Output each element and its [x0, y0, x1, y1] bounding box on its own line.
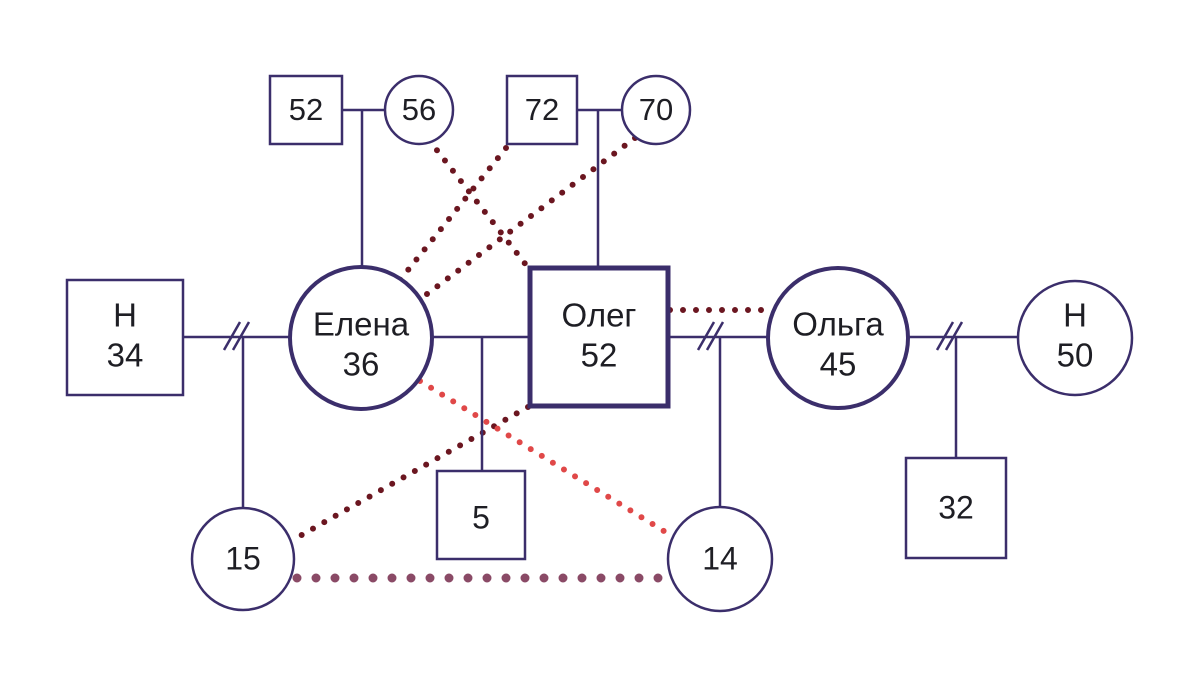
ex-husband-square [65, 278, 185, 397]
people-nodes [65, 74, 1134, 613]
grandma-left-circle [383, 74, 455, 146]
divorce-mark-6 [944, 321, 964, 351]
grandpa-left-square [268, 74, 344, 146]
elena-age: 36 [343, 346, 380, 383]
grandpa-right-label: 72 [525, 92, 559, 127]
olga-ex-circle [1016, 279, 1134, 397]
child-5-label: 5 [472, 499, 490, 535]
relation-grandma-left-oleg [426, 137, 533, 273]
olga-ex-age: 50 [1057, 337, 1094, 374]
child-32-square [904, 456, 1008, 560]
relation-grandpa-right-elena [397, 145, 509, 283]
family-lines [183, 108, 1018, 508]
oleg-name: Олег [562, 297, 637, 334]
oleg-square [527, 265, 671, 409]
child-15-circle [190, 506, 296, 612]
ex-husband-name: Н [113, 297, 137, 334]
grandma-right-label: 70 [639, 92, 673, 127]
elena-circle [288, 265, 434, 411]
ex-husband-age: 34 [107, 337, 144, 374]
olga-ex-name: Н [1063, 297, 1087, 334]
child-14-circle [666, 505, 774, 613]
elena-name: Елена [313, 306, 410, 343]
relation-grandma-right-elena [420, 135, 638, 300]
child-14-label: 14 [702, 540, 738, 576]
grandma-left-label: 56 [402, 92, 436, 127]
divorce-mark-3 [696, 321, 716, 351]
oleg-age: 52 [581, 337, 618, 374]
olga-circle [766, 266, 910, 410]
divorce-mark-5 [935, 321, 955, 351]
relation-elena-child14 [417, 378, 675, 539]
grandpa-right-square [505, 74, 579, 146]
olga-age: 45 [820, 346, 857, 383]
child-15-label: 15 [225, 540, 261, 576]
divorce-mark-4 [705, 321, 725, 351]
node-labels: 52 56 72 70 Н 34 Елена 36 Олег 52 Ольга … [107, 92, 1094, 576]
divorce-mark-2 [231, 321, 251, 351]
grandpa-left-label: 52 [289, 92, 323, 127]
olga-name: Ольга [792, 306, 884, 343]
child-5-square [435, 469, 527, 561]
relationship-lines [288, 135, 775, 583]
divorce-mark-1 [222, 321, 242, 351]
grandma-right-circle [620, 74, 692, 146]
child-32-label: 32 [938, 489, 974, 525]
